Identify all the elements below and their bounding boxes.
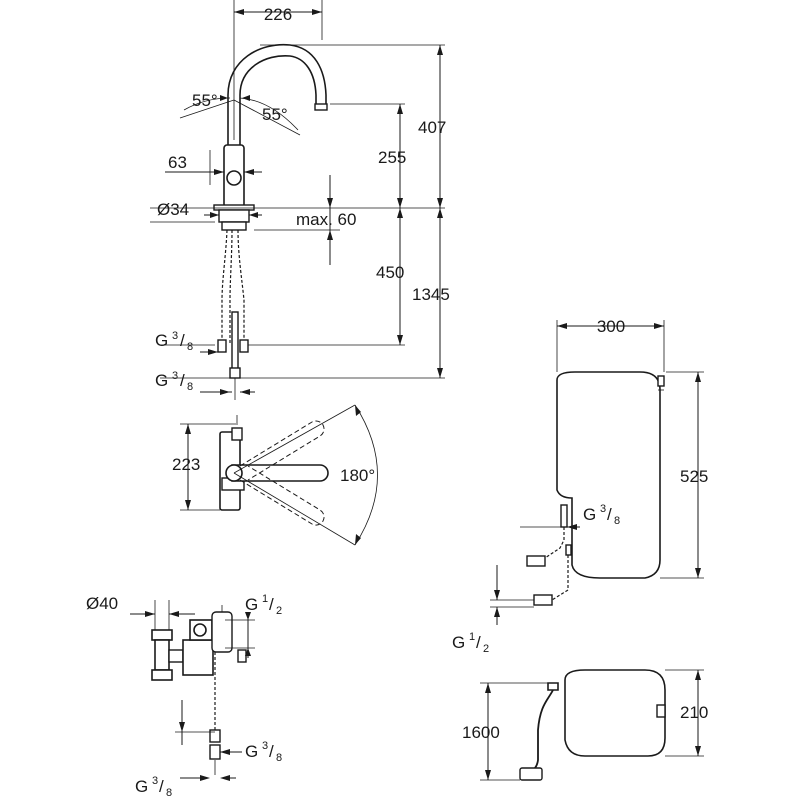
- dim-angle-left: 55°: [192, 91, 218, 110]
- svg-text:/: /: [180, 331, 185, 350]
- svg-text:/: /: [607, 505, 612, 524]
- dim-tee-diameter: Ø40: [86, 594, 118, 613]
- svg-text:/: /: [180, 371, 185, 390]
- boiler-tank: [556, 371, 661, 579]
- svg-text:G: G: [452, 633, 465, 652]
- svg-text:2: 2: [276, 605, 282, 617]
- thread-label-g12-a: G 1 / 2: [245, 593, 282, 617]
- dim-total-height: 407: [418, 118, 446, 137]
- thread-label-g38-a: G 3 / 8: [155, 330, 193, 353]
- boiler-side-tank: [564, 669, 666, 757]
- boiler-front-view: 300 525 G 3 / 8 G 1 / 2: [452, 317, 708, 655]
- dim-boiler-depth: 210: [680, 703, 708, 722]
- dim-spout-height: 255: [378, 148, 406, 167]
- lever-handle: [231, 464, 329, 482]
- svg-text:/: /: [269, 742, 274, 761]
- svg-text:/: /: [269, 595, 274, 614]
- thread-label-g38-c: G 3 / 8: [245, 740, 282, 764]
- boiler-side-view: 1600 210: [462, 669, 708, 781]
- svg-text:1: 1: [469, 631, 475, 643]
- svg-text:8: 8: [187, 381, 193, 393]
- svg-text:G: G: [135, 777, 148, 796]
- valve-assembly: Ø40 G 1 / 2 G 3 / 8: [86, 593, 282, 799]
- thread-label-g38-d: G 3 / 8: [135, 775, 172, 799]
- spout: [227, 43, 327, 161]
- svg-text:8: 8: [166, 787, 172, 799]
- svg-text:8: 8: [187, 341, 193, 353]
- svg-text:G: G: [583, 505, 596, 524]
- svg-text:3: 3: [600, 503, 606, 515]
- thread-label-g38-b: G 3 / 8: [155, 370, 193, 393]
- dim-spout-reach: 226: [264, 5, 292, 24]
- svg-text:G: G: [155, 331, 168, 350]
- dim-hose-length: 450: [376, 263, 404, 282]
- dim-angle-right: 55°: [262, 105, 288, 124]
- dim-rotation: 180°: [340, 466, 375, 485]
- lever-knob: [226, 170, 242, 186]
- dim-boiler-width: 300: [597, 317, 625, 336]
- thread-label-g38-e: G 3 / 8: [583, 503, 620, 527]
- faucet-top-view: 180° 223: [172, 404, 378, 546]
- svg-text:3: 3: [262, 740, 268, 752]
- dim-lever-width: 63: [168, 153, 187, 172]
- svg-text:G: G: [245, 742, 258, 761]
- dim-overall-length: 1345: [412, 285, 450, 304]
- dim-body-diameter: Ø34: [157, 200, 189, 219]
- svg-text:3: 3: [152, 775, 158, 787]
- dim-cable-length: 1600: [462, 723, 500, 742]
- dim-boiler-height: 525: [680, 467, 708, 486]
- dim-max-thickness: max. 60: [296, 210, 356, 229]
- svg-text:/: /: [159, 777, 164, 796]
- dim-lever-radius: 223: [172, 455, 200, 474]
- faucet-front-view: 226 55° 55° 63 Ø34 m: [150, 0, 450, 400]
- thread-label-g12-b: G 1 / 2: [452, 631, 489, 655]
- svg-text:3: 3: [172, 370, 178, 382]
- svg-text:/: /: [476, 633, 481, 652]
- svg-text:G: G: [245, 595, 258, 614]
- svg-text:1: 1: [262, 593, 268, 605]
- svg-text:2: 2: [483, 643, 489, 655]
- svg-text:8: 8: [276, 752, 282, 764]
- svg-text:G: G: [155, 371, 168, 390]
- svg-text:8: 8: [614, 515, 620, 527]
- svg-text:3: 3: [172, 330, 178, 342]
